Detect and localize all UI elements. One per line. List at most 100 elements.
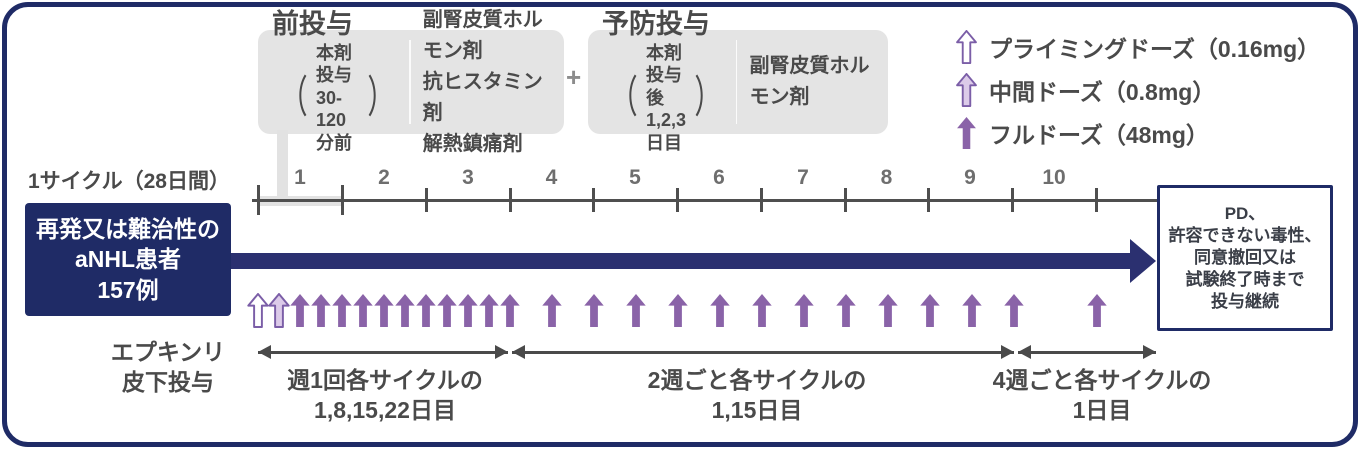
full-dose-arrow-icon (836, 293, 856, 328)
prophylaxis-timing-line2: 1,2,3日目 (646, 110, 687, 153)
treatment-arrow-body (231, 253, 1130, 269)
full-dose-arrow-icon (584, 293, 604, 328)
weekly-dose-arrow (457, 293, 479, 333)
weekly-span-label: 週1回各サイクルの 1,8,15,22日目 (260, 366, 510, 426)
fourweekly-dose-arrow (1086, 293, 1108, 333)
fourweekly-span-line-1: 4週ごと各サイクルの (992, 367, 1212, 393)
full-dose-arrow-icon (395, 293, 415, 328)
biweekly-dose-arrow (919, 293, 941, 333)
weekly-span-line-1: 週1回各サイクルの (287, 367, 483, 393)
prophylaxis-box: 予防投与 （ 本剤投与後 1,2,3日目 ） 副腎皮質ホルモン剤 (588, 9, 888, 153)
weekly-dose-arrow (310, 293, 332, 333)
continuation-line-2: 許容できない毒性、 (1168, 225, 1322, 245)
cycle-number-1: 1 (294, 166, 306, 189)
full-dose-arrow-icon (962, 293, 982, 328)
close-paren: ） (367, 72, 395, 122)
cycle-number-10: 10 (1042, 166, 1066, 189)
legend-label-full: フルドーズ（48mg） (989, 122, 1209, 148)
premedication-timing-line1: 本剤投与 (316, 42, 352, 86)
cycle-number-3: 3 (462, 166, 474, 189)
prophylaxis-timing-line1: 本剤投与後 (646, 42, 682, 108)
biweekly-dose-arrow (877, 293, 899, 333)
biweekly-dose-arrow (541, 293, 563, 333)
biweekly-span-arrow (512, 345, 1014, 359)
biweekly-dose-arrow (961, 293, 983, 333)
prophylaxis-drug-list: 副腎皮質ホルモン剤 (737, 30, 888, 134)
full-dose-arrow-icon (752, 293, 772, 328)
full-dose-arrow-icon (332, 293, 352, 328)
patient-population-box: 再発又は難治性の aNHL患者 157例 (25, 203, 231, 316)
full-dose-arrow-icon (1004, 293, 1024, 328)
biweekly-span-line-2: 1,15日目 (711, 396, 803, 423)
weekly-dose-arrow (331, 293, 353, 333)
cycle-number-2: 2 (378, 166, 390, 189)
fourweekly-span-arrow (1018, 345, 1156, 359)
priming-dose-arrow-icon (247, 293, 269, 328)
full-dose-arrow-icon (542, 293, 562, 328)
timeline-tick (1011, 188, 1014, 212)
patient-line-2: aNHL患者 (74, 246, 182, 273)
fourweekly-span-label: 4週ごと各サイクルの 1日目 (977, 366, 1227, 426)
administration-line-2: 皮下投与 (122, 368, 214, 395)
legend-item-priming: プライミングドーズ（0.16mg） (956, 30, 1320, 64)
continuation-line-4: 試験終了時まで (1185, 270, 1305, 290)
weekly-dose-arrow (289, 293, 311, 333)
legend-item-intermediate: 中間ドーズ（0.8mg） (956, 73, 1320, 107)
prophylaxis-drug-1: 副腎皮質ホルモン剤 (749, 55, 870, 108)
biweekly-dose-arrow (793, 293, 815, 333)
weekly-span-arrow (258, 345, 508, 359)
weekly-dose-arrow (352, 293, 374, 333)
legend-label-priming: プライミングドーズ（0.16mg） (989, 36, 1321, 62)
cycle-number-7: 7 (797, 166, 809, 189)
divider (736, 40, 738, 124)
premedication-connector-vertical (277, 130, 288, 204)
weekly-dose-arrow (394, 293, 416, 333)
full-dose-arrow-icon (458, 293, 478, 328)
timeline-tick (341, 185, 344, 215)
full-dose-arrow-icon (353, 293, 373, 328)
biweekly-dose-arrow (625, 293, 647, 333)
premedication-title: 前投与 (272, 8, 353, 39)
biweekly-dose-arrow (1003, 293, 1025, 333)
timeline-tick (509, 188, 512, 212)
close-paren: ） (694, 72, 722, 122)
premedication-drug-3: 解熱鎮痛剤 (422, 132, 523, 155)
biweekly-dose-arrow (667, 293, 689, 333)
patient-line-1: 再発又は難治性の (36, 215, 220, 242)
biweekly-dose-arrow (709, 293, 731, 333)
timeline-tick (257, 185, 260, 215)
premedication-drug-list: 副腎皮質ホルモン剤 抗ヒスタミン剤 解熱鎮痛剤 (411, 9, 564, 155)
prophylaxis-timing: （ 本剤投与後 1,2,3日目 ） (602, 42, 730, 155)
biweekly-dose-arrow (835, 293, 857, 333)
patient-line-3: 157例 (97, 276, 159, 303)
biweekly-span-line-1: 2週ごと各サイクルの (647, 367, 867, 393)
timeline-tick (676, 188, 679, 212)
weekly-dose-arrow (247, 293, 269, 333)
timeline-tick (760, 188, 763, 212)
full-dose-arrow-icon (290, 293, 310, 328)
full-dose-arrow-icon (710, 293, 730, 328)
fourweekly-span-line-2: 1日目 (1072, 396, 1132, 423)
legend-label-intermediate: 中間ドーズ（0.8mg） (989, 79, 1216, 105)
biweekly-dose-arrow (583, 293, 605, 333)
administration-line-1: エプキンリ (110, 339, 226, 365)
intermediate-dose-arrow-icon (956, 73, 977, 107)
timeline-tick (844, 188, 847, 212)
timeline-tick (1095, 188, 1098, 212)
biweekly-dose-arrow (751, 293, 773, 333)
legend-item-full: フルドーズ（48mg） (956, 116, 1320, 150)
full-dose-arrow-icon (479, 293, 499, 328)
cycle-number-4: 4 (545, 166, 558, 189)
priming-dose-arrow-icon (956, 30, 977, 64)
premedication-drug-2: 抗ヒスタミン剤 (422, 70, 543, 124)
open-paren: （ (610, 72, 638, 122)
cycle-length-label: 1サイクル（28日間） (28, 170, 230, 193)
weekly-dose-arrow (436, 293, 458, 333)
treatment-continuation-box: PD、 許容できない毒性、 同意撤回又は 試験終了時まで 投与継続 (1157, 185, 1333, 331)
prophylaxis-box-left: 予防投与 （ 本剤投与後 1,2,3日目 ） (588, 9, 736, 152)
premedication-box: 前投与 （ 本剤投与 30-120分前 ） 副腎皮質ホルモン剤 抗ヒスタミン剤 … (258, 9, 564, 155)
open-paren: （ (280, 72, 308, 122)
full-dose-arrow-icon (500, 293, 520, 328)
full-dose-arrow-icon (920, 293, 940, 328)
